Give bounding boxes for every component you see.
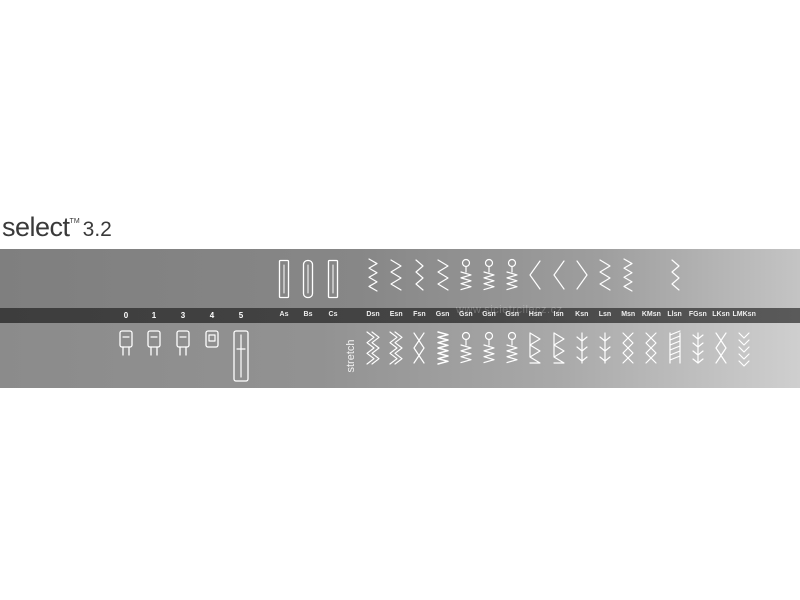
stretch-stitch-icon (506, 331, 518, 364)
stitch-label: FGsn (688, 311, 707, 318)
stitch-icon (436, 259, 449, 291)
presser-foot-label: 4 (209, 311, 215, 320)
stitch-icon (670, 259, 680, 291)
stitch-label: Llsn (667, 311, 682, 318)
presser-foot-icon (119, 330, 133, 356)
buttonhole-label: As (279, 311, 289, 318)
stretch-stitch-icon (576, 332, 588, 364)
stitch-label: Esn (389, 311, 403, 318)
stretch-stitch-icon (622, 332, 634, 364)
brand-trademark: TM (69, 218, 80, 225)
stretch-stitch-icon (366, 331, 380, 365)
presser-foot-icon (233, 330, 249, 382)
stretch-stitch-icon (692, 332, 704, 364)
stitch-label: Gsn (505, 311, 519, 318)
stitch-icon (460, 258, 472, 291)
stitch-icon (552, 260, 565, 290)
stitch-label: Lsn (598, 311, 612, 318)
stitch-chart-panel: www.sicietrcilecz.cz stretch 0 1 3 4 5 As Bs Cs… (0, 249, 800, 388)
stitch-label: Fsn (413, 311, 426, 318)
stitch-label-bar (0, 308, 800, 323)
stitch-label: Dsn (366, 311, 380, 318)
presser-foot-label: 1 (151, 311, 157, 320)
stitch-label: Isn (553, 311, 564, 318)
stretch-label: stretch (344, 331, 358, 381)
stretch-stitch-icon (529, 332, 541, 364)
stitch-icon (529, 260, 541, 290)
buttonhole-icon (302, 259, 314, 299)
stitch-label: Msn (621, 311, 636, 318)
stitch-icon (506, 258, 518, 291)
stitch-label: LMKsn (732, 311, 756, 318)
buttonhole-icon (327, 259, 339, 299)
stretch-stitch-icon (715, 332, 727, 364)
stitch-icon (483, 258, 495, 291)
stretch-stitch-icon (413, 332, 425, 364)
buttonhole-label: Cs (328, 311, 338, 318)
stitch-icon (390, 259, 402, 291)
presser-foot-label: 0 (123, 311, 129, 320)
stitch-label: Gsn (482, 311, 496, 318)
stitch-label: LKsn (712, 311, 730, 318)
stitch-label: Ksn (575, 311, 589, 318)
presser-foot-icon (176, 330, 190, 356)
stitch-label: Hsn (528, 311, 542, 318)
stitch-icon (368, 258, 378, 292)
brand-version: 3.2 (82, 218, 112, 241)
stitch-label: Gsn (435, 311, 450, 318)
stretch-stitch-icon (389, 331, 403, 365)
stretch-stitch-icon (645, 332, 657, 364)
watermark: www.sicietrcilecz.cz (456, 304, 563, 316)
buttonhole-label: Bs (303, 311, 313, 318)
stretch-stitch-icon (552, 332, 565, 364)
stretch-stitch-icon (599, 332, 611, 364)
stretch-stitch-icon (668, 330, 681, 364)
buttonhole-icon (278, 259, 290, 299)
stretch-stitch-icon (436, 331, 449, 365)
stretch-stitch-icon (483, 331, 495, 364)
brand-name: select (2, 212, 70, 242)
presser-foot-icon (147, 330, 161, 356)
stitch-label: Gsn (458, 311, 473, 318)
stitch-icon (599, 259, 611, 291)
presser-foot-label: 3 (180, 311, 186, 320)
presser-foot-label: 5 (238, 311, 244, 320)
stitch-icon (623, 258, 633, 292)
stretch-label-text: stretch (345, 339, 357, 373)
stitch-icon (415, 259, 424, 291)
stitch-icon (576, 260, 588, 290)
presser-foot-icon (205, 330, 219, 348)
stretch-stitch-icon (738, 332, 750, 367)
stretch-stitch-icon (460, 331, 472, 364)
stitch-label: KMsn (641, 311, 661, 318)
